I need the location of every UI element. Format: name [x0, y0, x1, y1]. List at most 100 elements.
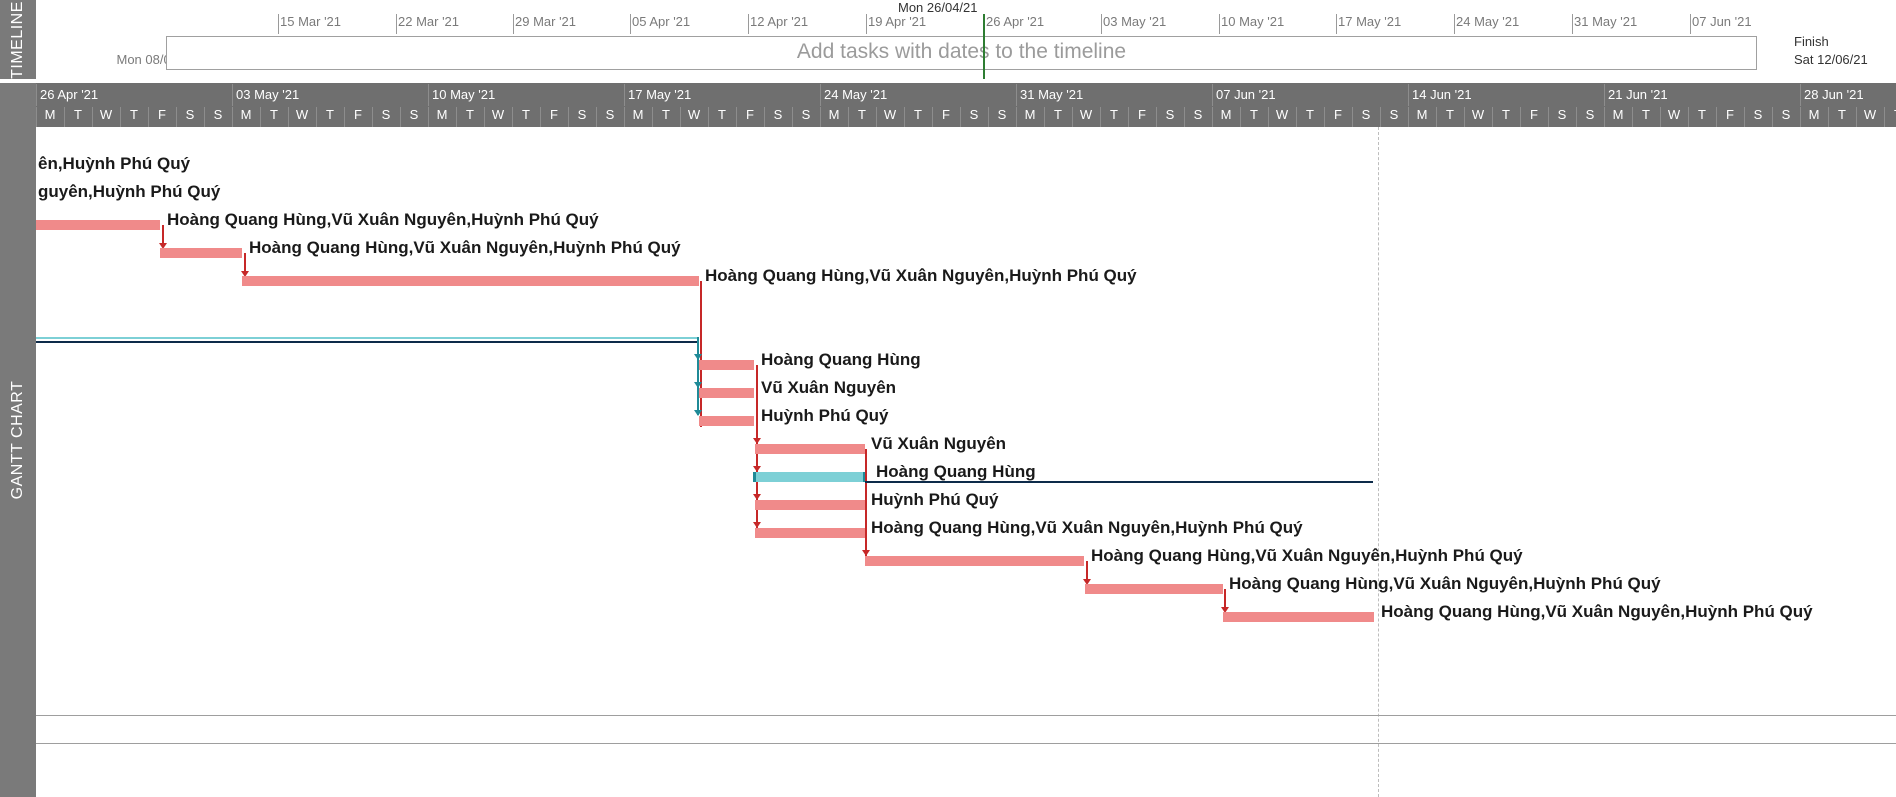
day-letter: W	[295, 107, 309, 122]
day-letter: S	[1165, 107, 1175, 122]
day-letter: M	[1220, 107, 1232, 122]
dependency-arrow	[241, 271, 249, 277]
summary-task-bar[interactable]	[753, 472, 865, 482]
task-bar[interactable]	[699, 416, 754, 426]
day-separator	[92, 107, 93, 127]
timeline-date: 19 Apr '21	[868, 14, 927, 29]
day-separator	[1380, 107, 1381, 127]
dependency-arrow	[862, 550, 870, 556]
task-bar[interactable]	[242, 276, 699, 286]
day-letter: M	[632, 107, 644, 122]
task-bar[interactable]	[699, 360, 754, 370]
day-separator	[372, 107, 373, 127]
day-separator	[1884, 107, 1885, 127]
week-label: 07 Jun '21	[1212, 84, 1276, 106]
timeline-pane[interactable]: 15 Mar '21 22 Mar '21 29 Mar '21 05 Apr …	[36, 0, 1896, 79]
day-separator	[568, 107, 569, 127]
task-resource-label: ên,Huỳnh Phú Quý	[38, 154, 191, 173]
task-bar[interactable]	[755, 500, 865, 510]
day-separator	[1716, 107, 1717, 127]
timeline-tab[interactable]: TIMELINE	[0, 0, 36, 79]
day-letter: T	[74, 107, 82, 122]
day-letter: S	[605, 107, 615, 122]
week-label: 26 Apr '21	[36, 84, 98, 106]
day-separator	[1688, 107, 1689, 127]
day-letter: T	[1642, 107, 1650, 122]
task-bar[interactable]	[865, 556, 1084, 566]
gantt-chart-tab[interactable]: GANTT CHART	[0, 83, 36, 797]
dependency-arrow	[753, 438, 761, 444]
day-separator	[148, 107, 149, 127]
timeline-tab-label: TIMELINE	[9, 0, 26, 79]
day-letter: T	[662, 107, 670, 122]
timeline-date: 10 May '21	[1221, 14, 1285, 29]
day-separator	[1744, 107, 1745, 127]
week-label: 03 May '21	[232, 84, 299, 106]
day-letter: M	[1416, 107, 1428, 122]
timeline-tick	[630, 14, 631, 34]
task-bar[interactable]	[36, 220, 160, 230]
day-separator	[1604, 107, 1605, 127]
timeline-date: 03 May '21	[1103, 14, 1167, 29]
timeline-bar[interactable]: Add tasks with dates to the timeline	[166, 36, 1757, 70]
day-letter: T	[1884, 107, 1896, 127]
week-label: 21 Jun '21	[1604, 84, 1668, 106]
timeline-finish-label: Finish	[1794, 34, 1829, 49]
task-resource-label: Hoàng Quang Hùng,Vũ Xuân Nguyên,Huỳnh Ph…	[1381, 602, 1813, 621]
day-letter: S	[213, 107, 223, 122]
day-separator	[456, 107, 457, 127]
timeline-date: 26 Apr '21	[986, 14, 1045, 29]
day-letter: F	[1138, 107, 1146, 122]
task-bar[interactable]	[1223, 612, 1374, 622]
dependency-link	[1086, 561, 1088, 580]
day-separator	[1100, 107, 1101, 127]
task-bar[interactable]	[160, 248, 242, 258]
timeline-tick	[513, 14, 514, 34]
day-separator	[232, 107, 233, 127]
day-letter: W	[1079, 107, 1093, 122]
task-bar[interactable]	[1085, 584, 1223, 594]
day-letter: S	[1585, 107, 1595, 122]
day-letter: W	[99, 107, 113, 122]
day-separator	[1408, 107, 1409, 127]
day-letter: S	[185, 107, 195, 122]
day-separator	[1268, 107, 1269, 127]
summary-bar[interactable]	[865, 481, 1373, 483]
day-separator	[1156, 107, 1157, 127]
day-separator	[64, 107, 65, 127]
dependency-arrow	[753, 494, 761, 500]
day-separator	[120, 107, 121, 127]
day-letter: W	[687, 107, 701, 122]
day-separator	[428, 107, 429, 127]
task-resource-label: Vũ Xuân Nguyên	[761, 378, 897, 397]
day-letter: T	[1698, 107, 1706, 122]
task-bar[interactable]	[699, 388, 754, 398]
day-separator	[708, 107, 709, 127]
day-separator	[596, 107, 597, 127]
day-separator	[820, 107, 821, 127]
day-letter: F	[158, 107, 166, 122]
task-bar[interactable]	[755, 444, 865, 454]
timeline-placeholder: Add tasks with dates to the timeline	[796, 40, 1127, 63]
timeline-tick	[1454, 14, 1455, 34]
day-separator	[1828, 107, 1829, 127]
day-letter: T	[858, 107, 866, 122]
task-resource-label: Hoàng Quang Hùng,Vũ Xuân Nguyên,Huỳnh Ph…	[249, 238, 681, 257]
day-letter: S	[577, 107, 587, 122]
day-letter: W	[883, 107, 897, 122]
timeline-date: 05 Apr '21	[632, 14, 691, 29]
dependency-arrow	[753, 522, 761, 528]
timeline-date: 15 Mar '21	[280, 14, 342, 29]
day-separator	[176, 107, 177, 127]
timeline-date: 12 Apr '21	[750, 14, 809, 29]
day-letter: M	[828, 107, 840, 122]
day-separator	[204, 107, 205, 127]
dependency-link	[244, 253, 246, 272]
day-letter: S	[1753, 107, 1763, 122]
summary-bar[interactable]	[36, 341, 698, 343]
task-bar[interactable]	[755, 528, 865, 538]
day-letter: T	[1250, 107, 1258, 122]
task-resource-label: Huỳnh Phú Quý	[761, 406, 889, 425]
gantt-timescale-header[interactable]: 26 Apr '21 03 May '21 10 May '21 17 May …	[36, 83, 1896, 127]
day-separator	[344, 107, 345, 127]
